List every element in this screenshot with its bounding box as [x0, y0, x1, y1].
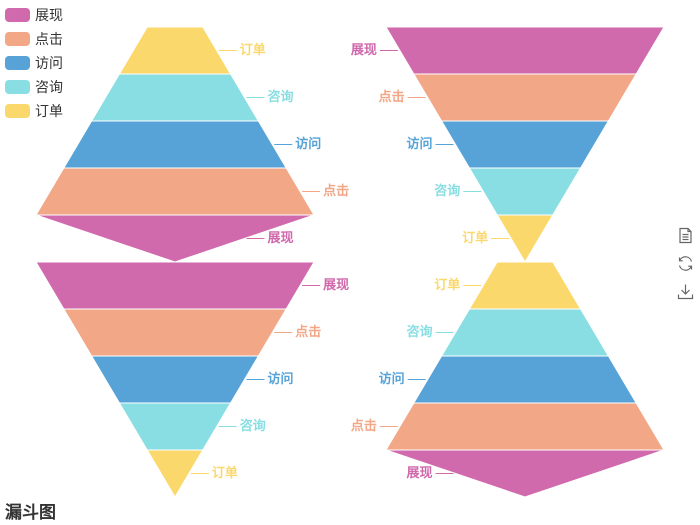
- funnel-segment[interactable]: [385, 449, 665, 498]
- funnel-label: 订单: [434, 277, 460, 293]
- legend-swatch: [5, 80, 30, 94]
- funnel-label: 点击: [295, 324, 321, 340]
- funnel-segment[interactable]: [35, 167, 315, 216]
- legend-item[interactable]: 点击: [5, 27, 63, 51]
- funnel-segment[interactable]: [118, 26, 232, 75]
- funnel-segment[interactable]: [90, 73, 260, 122]
- funnel-label: 订单: [240, 42, 266, 58]
- funnel-segment[interactable]: [385, 26, 665, 75]
- funnel-segment[interactable]: [62, 120, 288, 169]
- funnel-segment[interactable]: [468, 167, 582, 216]
- funnel-segment[interactable]: [412, 73, 638, 122]
- legend-swatch: [5, 8, 30, 22]
- legend-item[interactable]: 展现: [5, 3, 63, 27]
- funnel-label: 展现: [323, 278, 349, 293]
- funnel-segment[interactable]: [146, 449, 204, 498]
- funnel-segment[interactable]: [35, 214, 315, 263]
- funnel-segment[interactable]: [385, 402, 665, 451]
- legend-label: 展现: [35, 8, 63, 24]
- legend: 展现点击访问咨询订单: [5, 3, 63, 123]
- funnel-label: 访问: [379, 371, 405, 387]
- funnel-label: 咨询: [240, 418, 266, 434]
- chart-title: 漏斗图: [5, 503, 56, 523]
- funnel-label: 展现: [268, 231, 294, 246]
- funnel-label: 咨询: [406, 324, 432, 340]
- funnel-label: 点击: [379, 89, 405, 105]
- funnel-segment[interactable]: [440, 120, 610, 169]
- funnel-segment[interactable]: [118, 402, 232, 451]
- funnel-segment[interactable]: [35, 261, 315, 310]
- legend-swatch: [5, 104, 30, 118]
- funnel-label: 展现: [406, 466, 432, 481]
- funnel-label: 点击: [323, 183, 349, 199]
- funnel-label: 访问: [268, 371, 294, 387]
- funnel-label: 咨询: [268, 89, 294, 105]
- funnel-segment[interactable]: [412, 355, 638, 404]
- funnel-segment[interactable]: [468, 261, 582, 310]
- funnel-segment[interactable]: [90, 355, 260, 404]
- legend-item[interactable]: 咨询: [5, 75, 63, 99]
- legend-swatch: [5, 32, 30, 46]
- funnel-segment[interactable]: [62, 308, 288, 357]
- legend-label: 订单: [35, 104, 63, 120]
- toolbox: [675, 225, 695, 309]
- legend-swatch: [5, 56, 30, 70]
- legend-item[interactable]: 访问: [5, 51, 63, 75]
- legend-item[interactable]: 订单: [5, 99, 63, 123]
- restore-icon[interactable]: [675, 253, 695, 273]
- legend-label: 访问: [35, 56, 63, 72]
- funnel-label: 访问: [406, 136, 432, 152]
- save-image-icon[interactable]: [675, 281, 695, 301]
- funnel-label: 订单: [462, 230, 488, 246]
- funnel-label: 展现: [351, 43, 377, 58]
- funnel-label: 咨询: [434, 183, 460, 199]
- funnel-label: 点击: [351, 418, 377, 434]
- data-view-icon[interactable]: [675, 225, 695, 245]
- funnel-segment[interactable]: [496, 214, 554, 263]
- funnel-label: 访问: [295, 136, 321, 152]
- funnel-label: 订单: [212, 465, 238, 481]
- funnel-segment[interactable]: [440, 308, 610, 357]
- legend-label: 咨询: [35, 80, 63, 96]
- legend-label: 点击: [35, 32, 63, 48]
